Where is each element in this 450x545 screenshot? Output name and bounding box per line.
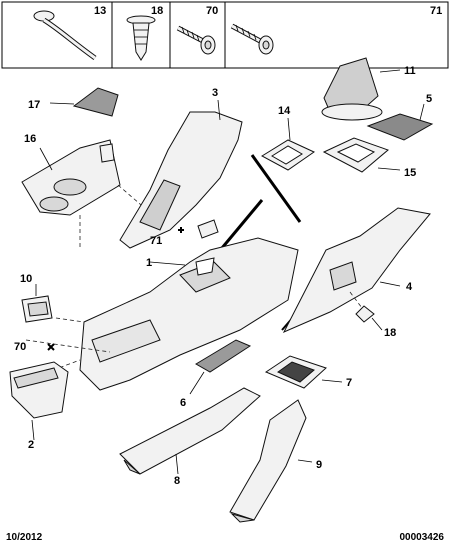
callout-17: 17 [28, 99, 40, 111]
callout-8: 8 [174, 475, 180, 487]
callout-labels: 1 2 3 4 5 7 8 9 10 11 14 15 16 17 18 70 … [14, 65, 432, 487]
callout-18: 18 [384, 327, 396, 339]
part-18-clip [349, 291, 383, 331]
part-10-switch [21, 284, 53, 323]
callout-71: 71 [150, 235, 162, 247]
flange-screw-icon [176, 25, 216, 55]
callout-15: 15 [404, 167, 416, 179]
header-ref-70: 70 [206, 5, 218, 17]
screw-icon [230, 23, 274, 55]
part-1-center-console [79, 237, 299, 391]
footer-date: 10/2012 [6, 532, 43, 543]
header-ref-71: 71 [430, 5, 442, 17]
callout-5: 5 [426, 93, 432, 105]
cross-marker [47, 219, 219, 351]
part-9-air-duct [229, 399, 313, 523]
part-17-mat [49, 87, 119, 117]
callout-10: 10 [20, 273, 32, 285]
callout-6: 6 [180, 397, 186, 409]
callout-11: 11 [404, 65, 416, 77]
part-11-gear-boot [321, 57, 401, 121]
part-15-gear-gate [322, 137, 401, 173]
part-3-side-trim [119, 99, 243, 249]
callout-3: 3 [212, 87, 218, 99]
callout-1: 1 [146, 257, 152, 269]
header-parts-table: 13 18 70 71 [1, 1, 449, 69]
callout-16: 16 [24, 133, 36, 145]
callout-4: 4 [406, 281, 413, 293]
part-16-cup-holder [21, 139, 171, 250]
part-6-filter [189, 339, 252, 395]
part-4-side-panel [282, 207, 431, 334]
callout-9: 9 [316, 459, 322, 471]
part-2-storage-bin [9, 361, 69, 441]
callout-14: 14 [278, 105, 291, 117]
callout-70: 70 [14, 341, 26, 353]
part-7-vent [264, 355, 343, 389]
push-clip-icon [126, 15, 156, 61]
callout-2: 2 [28, 439, 34, 451]
part-14-bezel [260, 117, 316, 171]
header-ref-13: 13 [94, 5, 106, 17]
cable-tie-icon [33, 10, 97, 61]
part-8-air-duct [119, 387, 261, 475]
header-ref-18: 18 [151, 5, 163, 17]
part-5-mat [366, 103, 434, 141]
callout-7: 7 [346, 377, 352, 389]
footer-reference: 00003426 [400, 532, 445, 543]
